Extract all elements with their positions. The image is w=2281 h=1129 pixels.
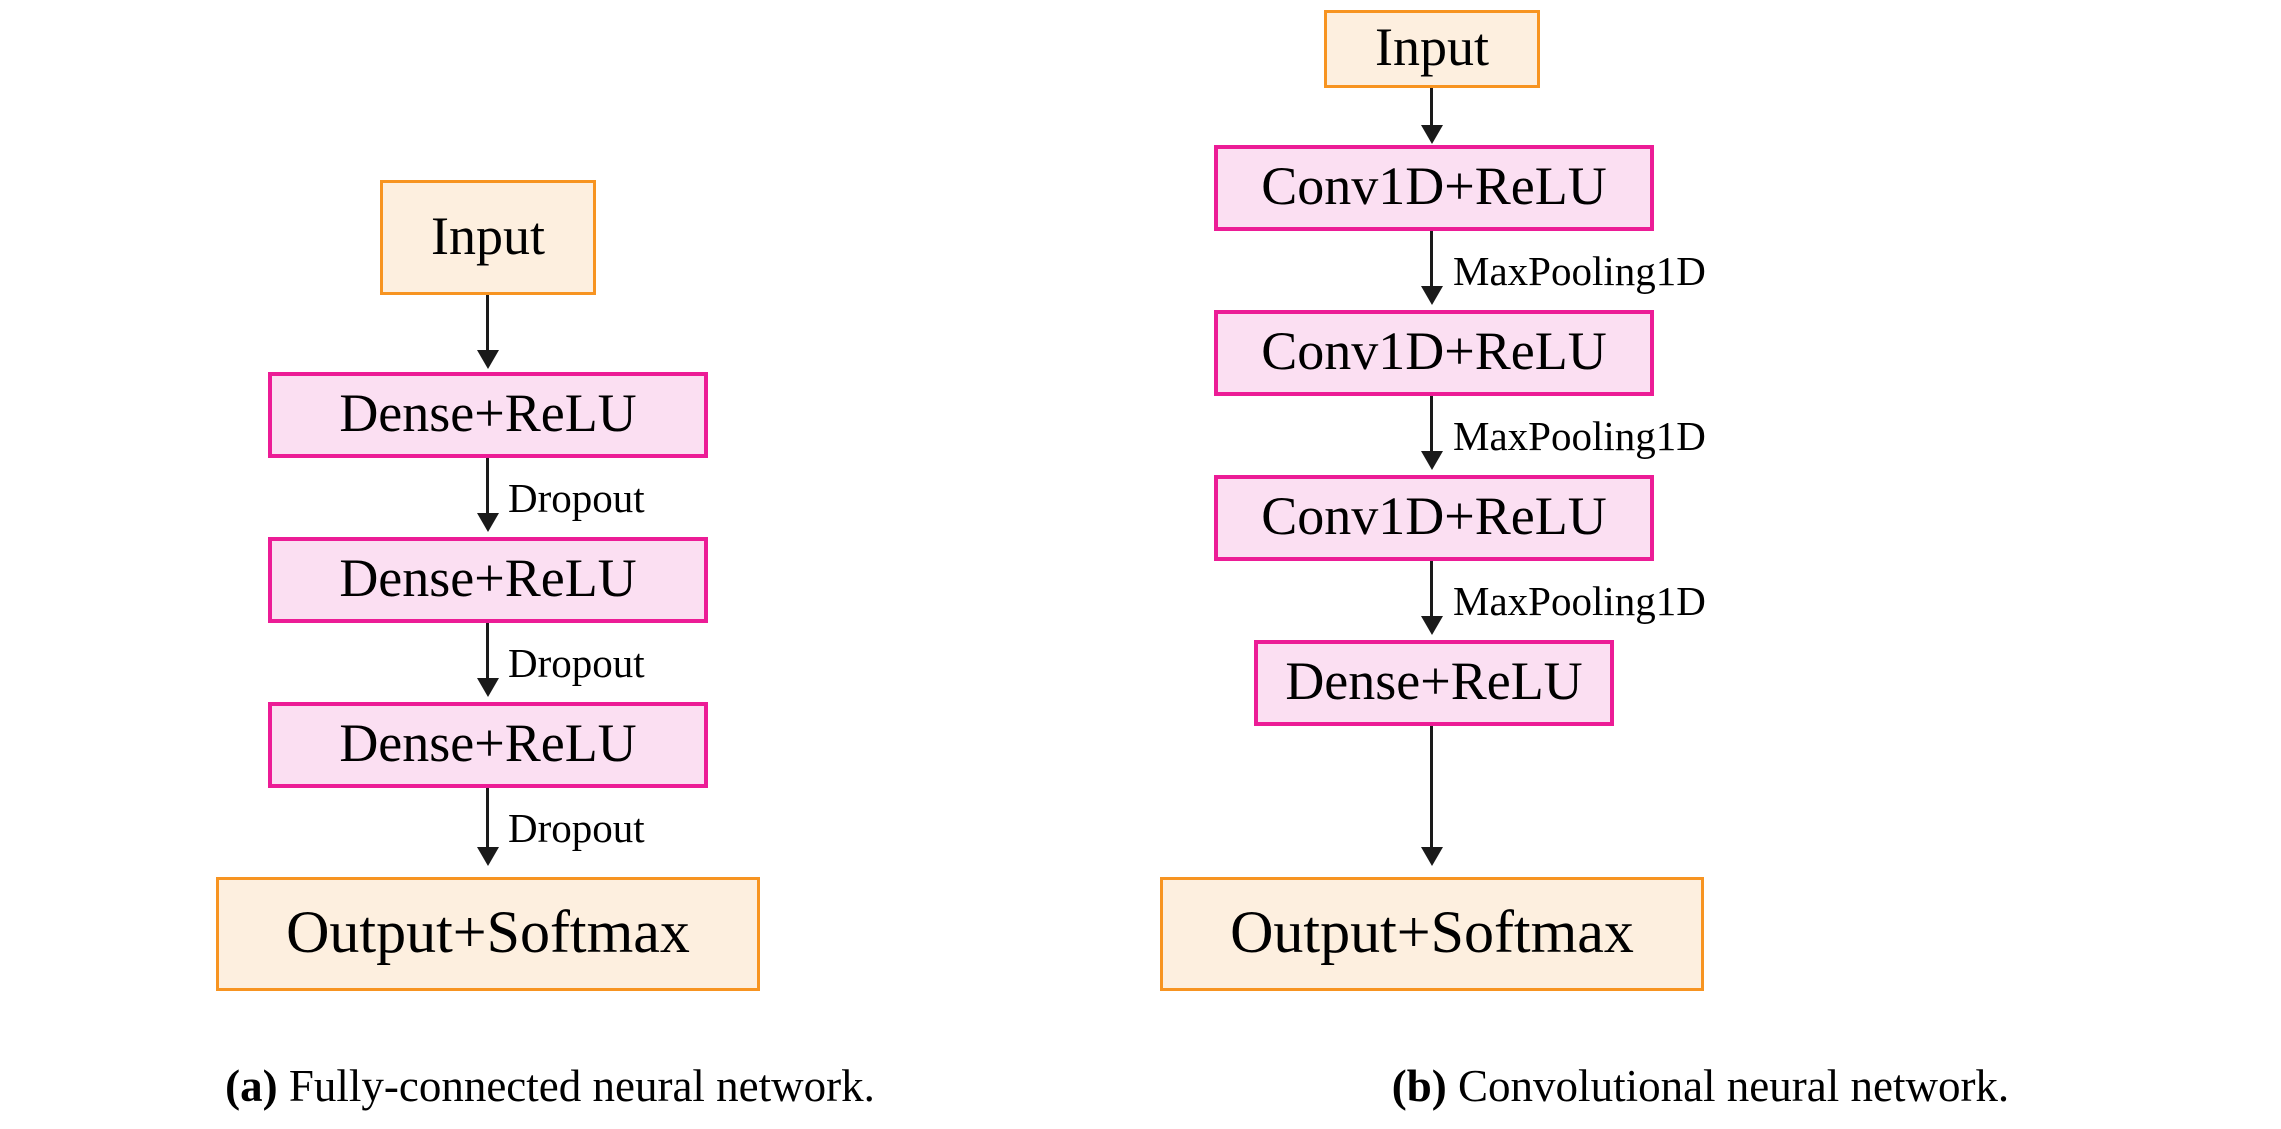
node-a-dense1[interactable]: Dense+ReLU bbox=[268, 372, 708, 458]
arrowhead-b-dense-output bbox=[1421, 847, 1443, 866]
panel-convolutional: Input Conv1D+ReLU MaxPooling1D Conv1D+Re… bbox=[1120, 0, 2281, 1129]
arrowhead-b-conv1-conv2 bbox=[1421, 286, 1443, 305]
node-b-conv3-label: Conv1D+ReLU bbox=[1261, 486, 1607, 546]
arrowhead-a-dense1-dense2 bbox=[477, 513, 499, 532]
arrowhead-b-input-conv1 bbox=[1421, 125, 1443, 144]
arrowhead-b-conv3-dense bbox=[1421, 616, 1443, 635]
edge-label-a-dropout-2: Dropout bbox=[508, 640, 645, 686]
node-a-dense1-label: Dense+ReLU bbox=[339, 383, 637, 443]
node-b-input-label: Input bbox=[1375, 17, 1489, 77]
node-b-conv2-label: Conv1D+ReLU bbox=[1261, 321, 1607, 381]
edge-label-b-maxpool-2: MaxPooling1D bbox=[1453, 413, 1706, 459]
panel-fully-connected: Input Dense+ReLU Dropout Dense+ReLU Drop… bbox=[0, 0, 1100, 1129]
edge-label-a-dropout-3: Dropout bbox=[508, 805, 645, 851]
node-b-output[interactable]: Output+Softmax bbox=[1160, 877, 1704, 991]
edge-a-dense1-dense2 bbox=[486, 458, 489, 516]
edge-b-conv2-conv3 bbox=[1430, 396, 1433, 454]
caption-a: (a) Fully-connected neural network. bbox=[0, 1060, 1100, 1112]
caption-b-text: Convolutional neural network. bbox=[1458, 1060, 2010, 1111]
node-a-output-label: Output+Softmax bbox=[286, 899, 690, 965]
caption-a-text: Fully-connected neural network. bbox=[288, 1060, 875, 1111]
arrowhead-a-dense2-dense3 bbox=[477, 678, 499, 697]
edge-label-b-maxpool-3: MaxPooling1D bbox=[1453, 578, 1706, 624]
node-a-dense2[interactable]: Dense+ReLU bbox=[268, 537, 708, 623]
edge-b-conv1-conv2 bbox=[1430, 231, 1433, 289]
edge-label-a-dropout-1: Dropout bbox=[508, 475, 645, 521]
node-b-output-label: Output+Softmax bbox=[1230, 899, 1634, 965]
edge-a-dense3-output bbox=[486, 788, 489, 850]
edge-a-input-dense1 bbox=[486, 295, 489, 353]
graph-fully-connected: Input Dense+ReLU Dropout Dense+ReLU Drop… bbox=[0, 0, 1100, 1020]
arrowhead-a-dense3-output bbox=[477, 847, 499, 866]
caption-a-tag: (a) bbox=[225, 1060, 278, 1111]
node-b-conv2[interactable]: Conv1D+ReLU bbox=[1214, 310, 1654, 396]
edge-b-dense-output bbox=[1430, 726, 1433, 850]
caption-b-tag: (b) bbox=[1391, 1060, 1447, 1111]
graph-convolutional: Input Conv1D+ReLU MaxPooling1D Conv1D+Re… bbox=[1120, 0, 2281, 1020]
node-b-dense-label: Dense+ReLU bbox=[1285, 651, 1583, 711]
node-a-input[interactable]: Input bbox=[380, 180, 596, 295]
caption-b: (b) Convolutional neural network. bbox=[1120, 1060, 2281, 1112]
edge-b-conv3-dense bbox=[1430, 561, 1433, 619]
node-b-conv3[interactable]: Conv1D+ReLU bbox=[1214, 475, 1654, 561]
node-a-dense3-label: Dense+ReLU bbox=[339, 713, 637, 773]
node-a-input-label: Input bbox=[431, 205, 545, 266]
edge-label-b-maxpool-1: MaxPooling1D bbox=[1453, 248, 1706, 294]
node-b-conv1[interactable]: Conv1D+ReLU bbox=[1214, 145, 1654, 231]
node-a-output[interactable]: Output+Softmax bbox=[216, 877, 760, 991]
node-b-dense[interactable]: Dense+ReLU bbox=[1254, 640, 1614, 726]
edge-b-input-conv1 bbox=[1430, 88, 1433, 128]
node-b-conv1-label: Conv1D+ReLU bbox=[1261, 156, 1607, 216]
arrowhead-b-conv2-conv3 bbox=[1421, 451, 1443, 470]
node-a-dense3[interactable]: Dense+ReLU bbox=[268, 702, 708, 788]
edge-a-dense2-dense3 bbox=[486, 623, 489, 681]
node-a-dense2-label: Dense+ReLU bbox=[339, 548, 637, 608]
node-b-input[interactable]: Input bbox=[1324, 10, 1540, 88]
arrowhead-a-input-dense1 bbox=[477, 350, 499, 369]
